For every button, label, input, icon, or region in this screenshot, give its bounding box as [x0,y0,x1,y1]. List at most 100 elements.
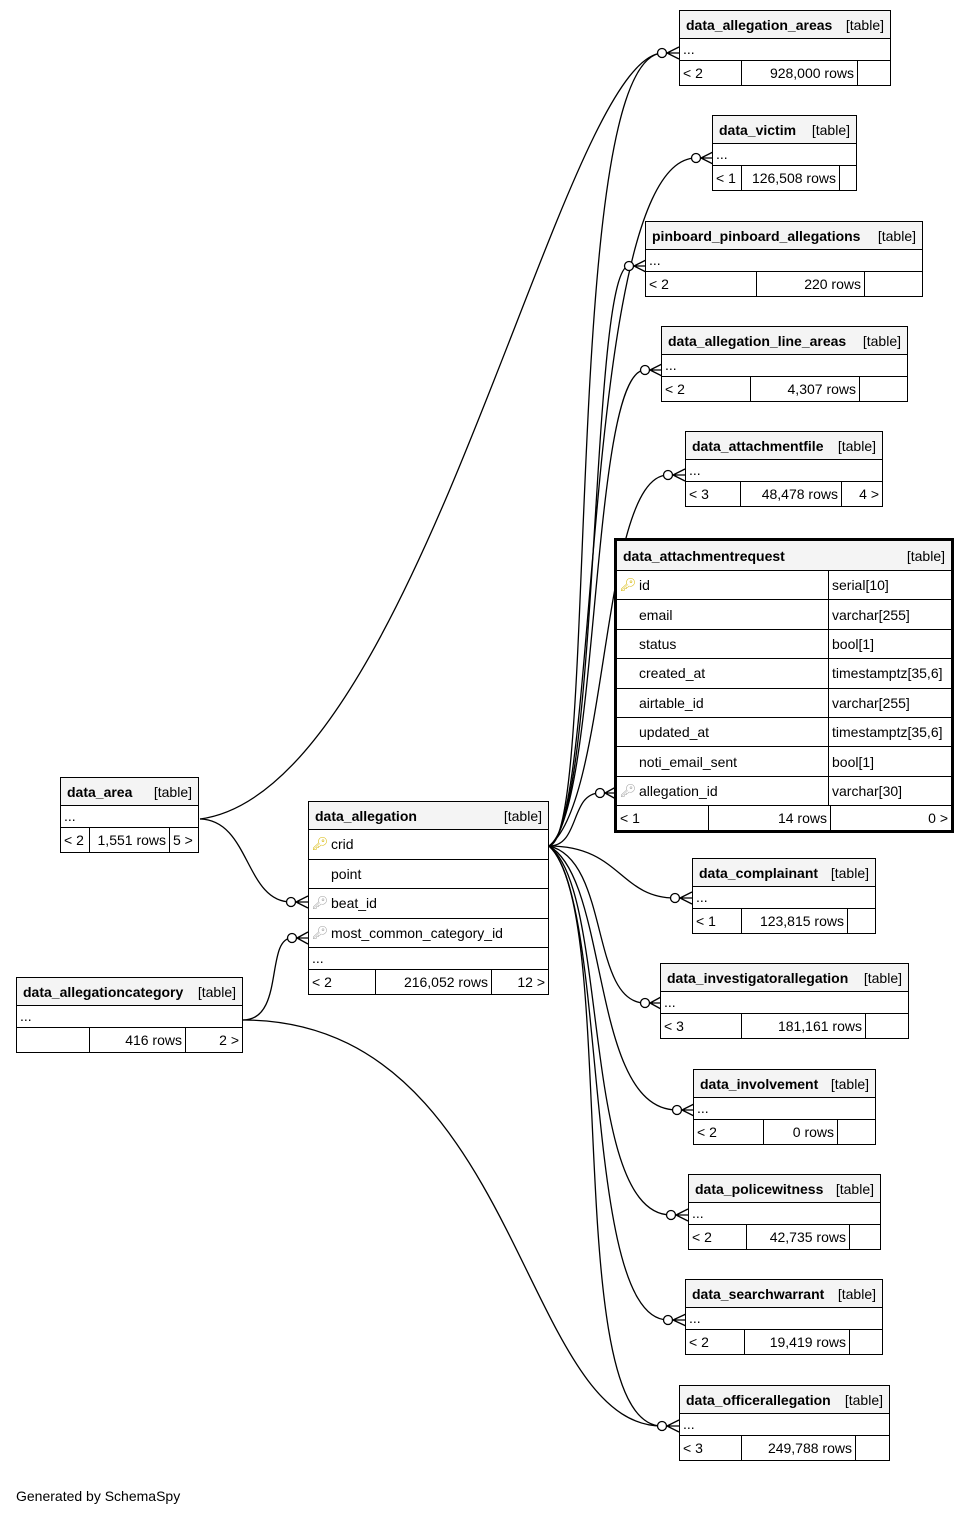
row-count: 123,815 rows [742,909,848,933]
children-count [850,1330,882,1354]
zero-marker [623,260,635,272]
table-header: pinboard_pinboard_allegations[table] [646,222,922,250]
table-name: data_allegation_line_areas [668,332,847,349]
row-count: 1,551 rows [90,828,170,852]
row-count: 48,478 rows [741,482,842,506]
table-kind: [table] [862,332,901,349]
table-ellipsis: ... [646,250,922,272]
children-count [858,61,890,85]
table-name: data_officerallegation [686,1391,831,1408]
children-count [840,166,856,190]
children-count: 5 > [173,832,193,848]
children-count [866,1014,908,1038]
table-data-allegation-line-areas[interactable]: data_allegation_line_areas[table] ... < … [661,326,908,402]
row-count: 14 rows [709,806,831,831]
primary-key-icon: 🔑︎ [619,577,637,593]
column-row[interactable]: point [309,860,548,889]
zero-marker [665,1209,677,1221]
crowfoot-marker [649,363,663,377]
zero-marker [669,892,681,904]
parents-count: < 3 [686,482,741,506]
children-count: 12 > [517,974,545,990]
parents-count: < 1 [617,806,709,831]
generated-by-label: Generated by SchemaSpy [16,1488,181,1504]
edge-allegation-to-involvement [548,845,678,1111]
parents-count: < 2 [646,272,757,296]
row-count: 126,508 rows [742,166,840,190]
table-pinboard-pinboard-allegations[interactable]: pinboard_pinboard_allegations[table] ...… [645,221,923,297]
zero-marker [662,469,674,481]
edge-area-to-allegation-areas [199,52,663,820]
table-ellipsis: ... [680,1414,889,1436]
children-count [848,909,875,933]
table-header: data_investigatorallegation [table] [661,964,908,992]
children-count [856,1436,889,1460]
table-ellipsis: ... [713,144,856,166]
table-ellipsis: ... [309,948,548,970]
edge-allegation-to-line-areas [548,369,646,847]
row-count: 19,419 rows [745,1330,850,1354]
edge-category-to-allegation [242,937,293,1021]
table-ellipsis: ... [17,1006,242,1028]
column-type: bool[1] [832,635,875,652]
table-data-allegation[interactable]: data_allegation[table] 🔑︎crid point 🔑︎be… [308,801,549,995]
column-row[interactable]: updated_at timestamptz[35,6] [617,717,951,748]
column-name: point [331,865,362,882]
column-name: updated_at [639,724,710,741]
parents-count: < 2 [686,1330,745,1354]
zero-marker [656,1420,668,1432]
children-count [838,1120,875,1144]
column-row[interactable]: 🔑︎beat_id [309,889,548,919]
zero-marker [690,152,702,164]
zero-marker [286,932,298,944]
column-row[interactable]: 🔑︎crid [309,830,548,860]
column-row[interactable]: 🔑︎most_common_category_id [309,919,548,948]
parents-count: < 3 [680,1436,742,1460]
row-count: 928,000 rows [742,61,858,85]
table-kind: [table] [830,1075,869,1092]
column-type: timestamptz[35,6] [832,724,943,741]
table-header: data_allegationcategory[table] [17,978,242,1006]
table-data-investigatorallegation[interactable]: data_investigatorallegation [table] ... <… [660,963,909,1039]
table-header: data_area[table] [61,778,198,806]
table-kind: [table] [503,807,542,824]
parents-count: < 2 [694,1120,764,1144]
table-name: data_investigatorallegation [667,969,849,986]
foreign-key-icon: 🔑︎ [311,895,329,911]
table-data-allegationcategory[interactable]: data_allegationcategory[table] ... 416 r… [16,977,243,1053]
table-kind: [table] [845,16,884,33]
table-kind: [table] [863,969,902,986]
table-ellipsis: ... [694,1098,875,1120]
table-name: data_searchwarrant [692,1285,825,1302]
parents-count: < 2 [680,61,742,85]
foreign-key-icon: 🔑︎ [311,924,329,940]
table-ellipsis: ... [661,992,908,1014]
parents-count: < 3 [661,1014,742,1038]
table-name: data_policewitness [695,1180,824,1197]
